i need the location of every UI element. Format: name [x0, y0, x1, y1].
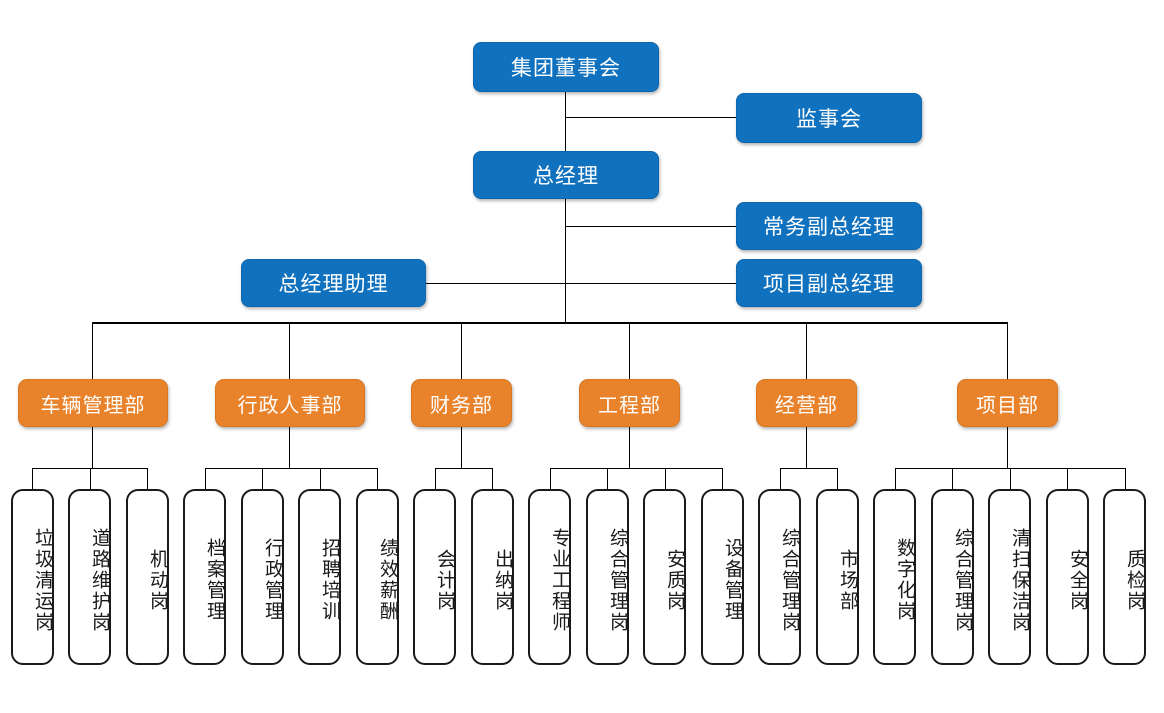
connector-dept5-drop [806, 427, 807, 468]
node-post-marketing[interactable]: 市场部 [816, 489, 859, 665]
connector-gm-to-exec-vp [565, 226, 736, 227]
connector-dept1-post2 [90, 468, 91, 489]
connector-bus-to-dept-6 [1007, 322, 1008, 379]
connector-dept2-drop [289, 427, 290, 468]
connector-dept4-post1 [550, 468, 551, 489]
node-project-vice-gm[interactable]: 项目副总经理 [736, 259, 922, 307]
connector-dept1-post1 [32, 468, 33, 489]
connector-dept3-drop [461, 427, 462, 468]
connector-dept6-post3 [1010, 468, 1011, 489]
connector-dept6-drop [1007, 427, 1008, 468]
node-dept-finance[interactable]: 财务部 [411, 379, 512, 427]
node-dept-project[interactable]: 项目部 [957, 379, 1058, 427]
connector-dept3-post2 [492, 468, 493, 489]
connector-bus-to-dept-2 [289, 322, 290, 379]
connector-dept5-bus [780, 468, 838, 469]
connector-bus-to-dept-5 [806, 322, 807, 379]
connector-board-to-supervisory [565, 117, 736, 118]
node-post-cashier[interactable]: 出纳岗 [471, 489, 514, 665]
connector-dept2-post3 [320, 468, 321, 489]
node-post-accounting[interactable]: 会计岗 [413, 489, 456, 665]
connector-dept6-post1 [895, 468, 896, 489]
node-post-safety[interactable]: 安全岗 [1046, 489, 1089, 665]
node-post-waste-removal[interactable]: 垃圾清运岗 [11, 489, 54, 665]
connector-dept6-post5 [1125, 468, 1126, 489]
connector-dept3-post1 [435, 468, 436, 489]
connector-dept5-post1 [780, 468, 781, 489]
node-gm-assistant[interactable]: 总经理助理 [241, 259, 426, 307]
connector-dept2-post2 [262, 468, 263, 489]
node-post-recruitment-training[interactable]: 招聘培训 [298, 489, 341, 665]
node-post-comprehensive-management-proj[interactable]: 综合管理岗 [931, 489, 974, 665]
connector-dept2-bus [205, 468, 378, 469]
node-post-safety-quality[interactable]: 安质岗 [643, 489, 686, 665]
node-post-professional-engineer[interactable]: 专业工程师 [528, 489, 571, 665]
connector-gm-trunk [565, 198, 566, 324]
node-post-quality-inspection[interactable]: 质检岗 [1103, 489, 1146, 665]
node-general-manager[interactable]: 总经理 [473, 151, 659, 199]
connector-dept2-post1 [205, 468, 206, 489]
node-post-administration[interactable]: 行政管理 [241, 489, 284, 665]
node-post-cleaning[interactable]: 清扫保洁岗 [988, 489, 1031, 665]
connector-gm-assistant [425, 283, 565, 284]
connector-bus-to-dept-1 [92, 322, 93, 379]
connector-dept6-post4 [1067, 468, 1068, 489]
connector-dept5-post2 [837, 468, 838, 489]
connector-dept1-post3 [147, 468, 148, 489]
node-post-road-maintenance[interactable]: 道路维护岗 [68, 489, 111, 665]
node-post-digitalization[interactable]: 数字化岗 [873, 489, 916, 665]
node-post-performance-salary[interactable]: 绩效薪酬 [356, 489, 399, 665]
node-post-mobile-duty[interactable]: 机动岗 [126, 489, 169, 665]
connector-dept6-post2 [952, 468, 953, 489]
connector-dept4-post3 [665, 468, 666, 489]
node-post-archive-management[interactable]: 档案管理 [183, 489, 226, 665]
connector-bus-to-dept-3 [461, 322, 462, 379]
connector-bus-to-dept-4 [629, 322, 630, 379]
node-dept-engineering[interactable]: 工程部 [579, 379, 680, 427]
connector-gm-to-project-vp [565, 283, 736, 284]
node-dept-admin-hr[interactable]: 行政人事部 [215, 379, 365, 427]
connector-dept4-post4 [722, 468, 723, 489]
department-bus-line [92, 322, 1008, 324]
node-post-equipment-management[interactable]: 设备管理 [701, 489, 744, 665]
connector-dept4-drop [629, 427, 630, 468]
node-dept-operations[interactable]: 经营部 [756, 379, 857, 427]
connector-dept2-post4 [377, 468, 378, 489]
connector-dept4-bus [550, 468, 723, 469]
connector-dept3-bus [435, 468, 493, 469]
node-dept-vehicle-management[interactable]: 车辆管理部 [18, 379, 168, 427]
node-post-comprehensive-management-eng[interactable]: 综合管理岗 [586, 489, 629, 665]
connector-dept4-post2 [607, 468, 608, 489]
connector-board-to-gm [565, 92, 566, 152]
node-supervisory-board[interactable]: 监事会 [736, 93, 922, 143]
connector-dept1-drop [92, 427, 93, 468]
node-executive-vice-gm[interactable]: 常务副总经理 [736, 202, 922, 250]
node-post-comprehensive-management-ops[interactable]: 综合管理岗 [758, 489, 801, 665]
node-board[interactable]: 集团董事会 [473, 42, 659, 92]
